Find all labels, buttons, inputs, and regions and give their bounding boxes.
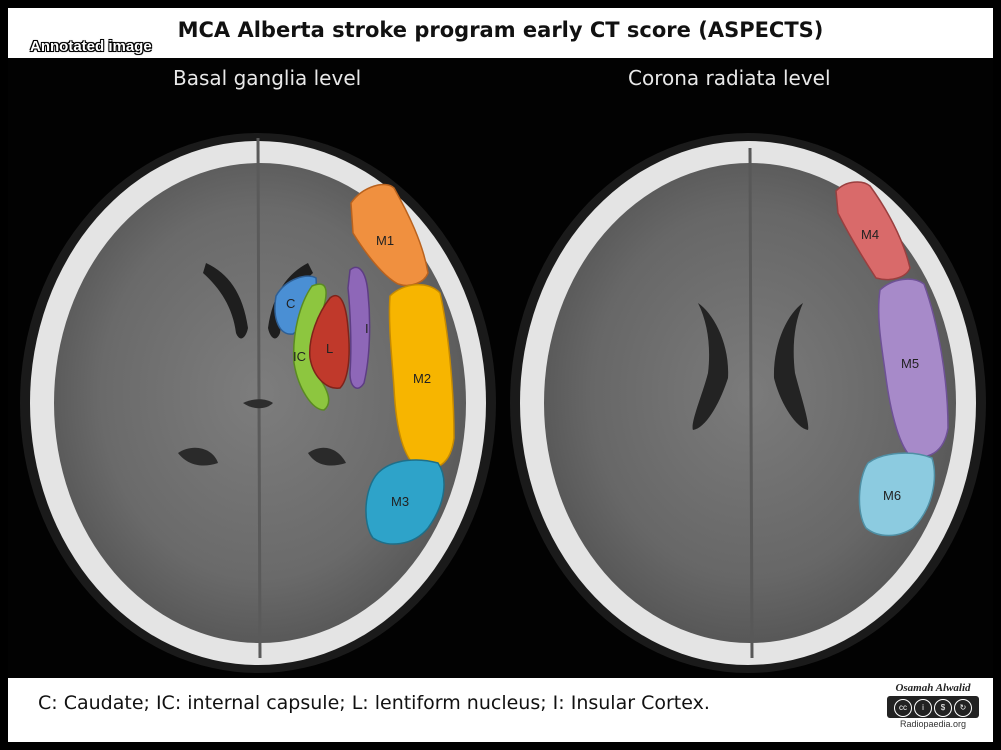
svg-text:L: L (326, 341, 333, 356)
basal-ganglia-level-label: Basal ganglia level (173, 66, 362, 90)
ct-scans-svg: C IC L I M1 M2 M3 (20, 133, 986, 673)
sa-icon: ↻ (954, 699, 972, 717)
region-m2 (388, 284, 455, 470)
svg-text:M6: M6 (883, 488, 901, 503)
region-m5 (877, 278, 949, 458)
region-m6 (858, 452, 936, 537)
corona-radiata-level-label: Corona radiata level (628, 66, 831, 90)
source-site: Radiopaedia.org (899, 719, 967, 729)
svg-text:M3: M3 (391, 494, 409, 509)
caption-bar: C: Caudate; IC: internal capsule; L: len… (8, 678, 993, 742)
region-lentiform (309, 295, 350, 389)
aspects-regions-corona-radiata: M4 M5 M6 (835, 181, 949, 537)
by-icon: i (914, 699, 932, 717)
aspects-regions-basal-ganglia: C IC L I M1 M2 M3 (274, 183, 455, 545)
region-m4 (835, 181, 911, 281)
svg-text:M2: M2 (413, 371, 431, 386)
author-name: Osamah Alwalid (895, 682, 971, 694)
region-insula (347, 266, 371, 389)
ct-image-area: C IC L I M1 M2 M3 (8, 58, 993, 678)
cc-icon: cc (894, 699, 912, 717)
svg-text:M4: M4 (861, 227, 879, 242)
svg-text:I: I (365, 321, 369, 336)
region-m1 (350, 183, 429, 287)
svg-text:M1: M1 (376, 233, 394, 248)
svg-text:M5: M5 (901, 356, 919, 371)
annotated-image-badge: Annotated image (30, 38, 152, 55)
figure-title: MCA Alberta stroke program early CT scor… (177, 18, 824, 42)
nc-icon: $ (934, 699, 952, 717)
ct-right-corona-radiata (510, 133, 986, 673)
region-m3 (365, 459, 445, 545)
svg-text:C: C (286, 296, 295, 311)
title-bar: MCA Alberta stroke program early CT scor… (8, 8, 993, 58)
legend-caption: C: Caudate; IC: internal capsule; L: len… (38, 692, 710, 714)
svg-text:IC: IC (293, 349, 306, 364)
